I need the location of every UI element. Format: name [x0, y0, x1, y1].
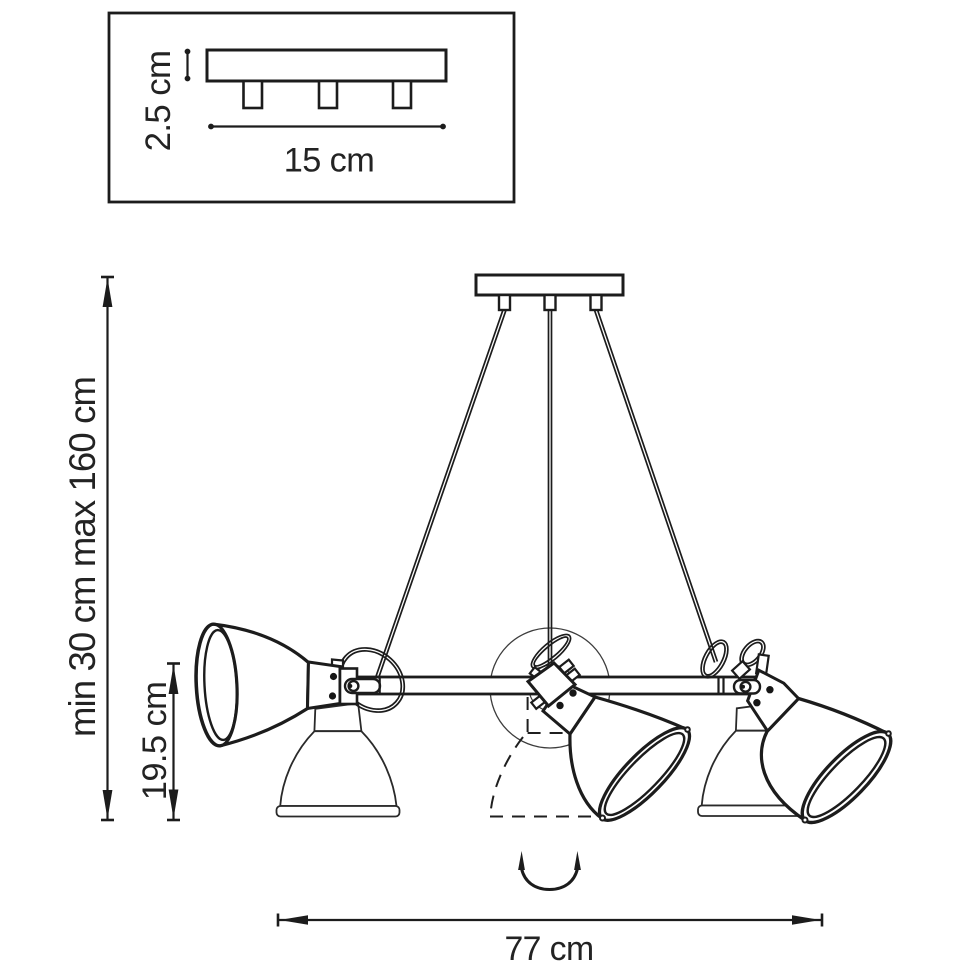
svg-text:min 30 cm max 160 cm: min 30 cm max 160 cm [62, 377, 103, 737]
svg-text:77 cm: 77 cm [504, 930, 593, 968]
svg-text:19.5 cm: 19.5 cm [136, 682, 174, 801]
svg-text:15 cm: 15 cm [284, 142, 374, 180]
svg-text:2.5 cm: 2.5 cm [139, 51, 178, 152]
